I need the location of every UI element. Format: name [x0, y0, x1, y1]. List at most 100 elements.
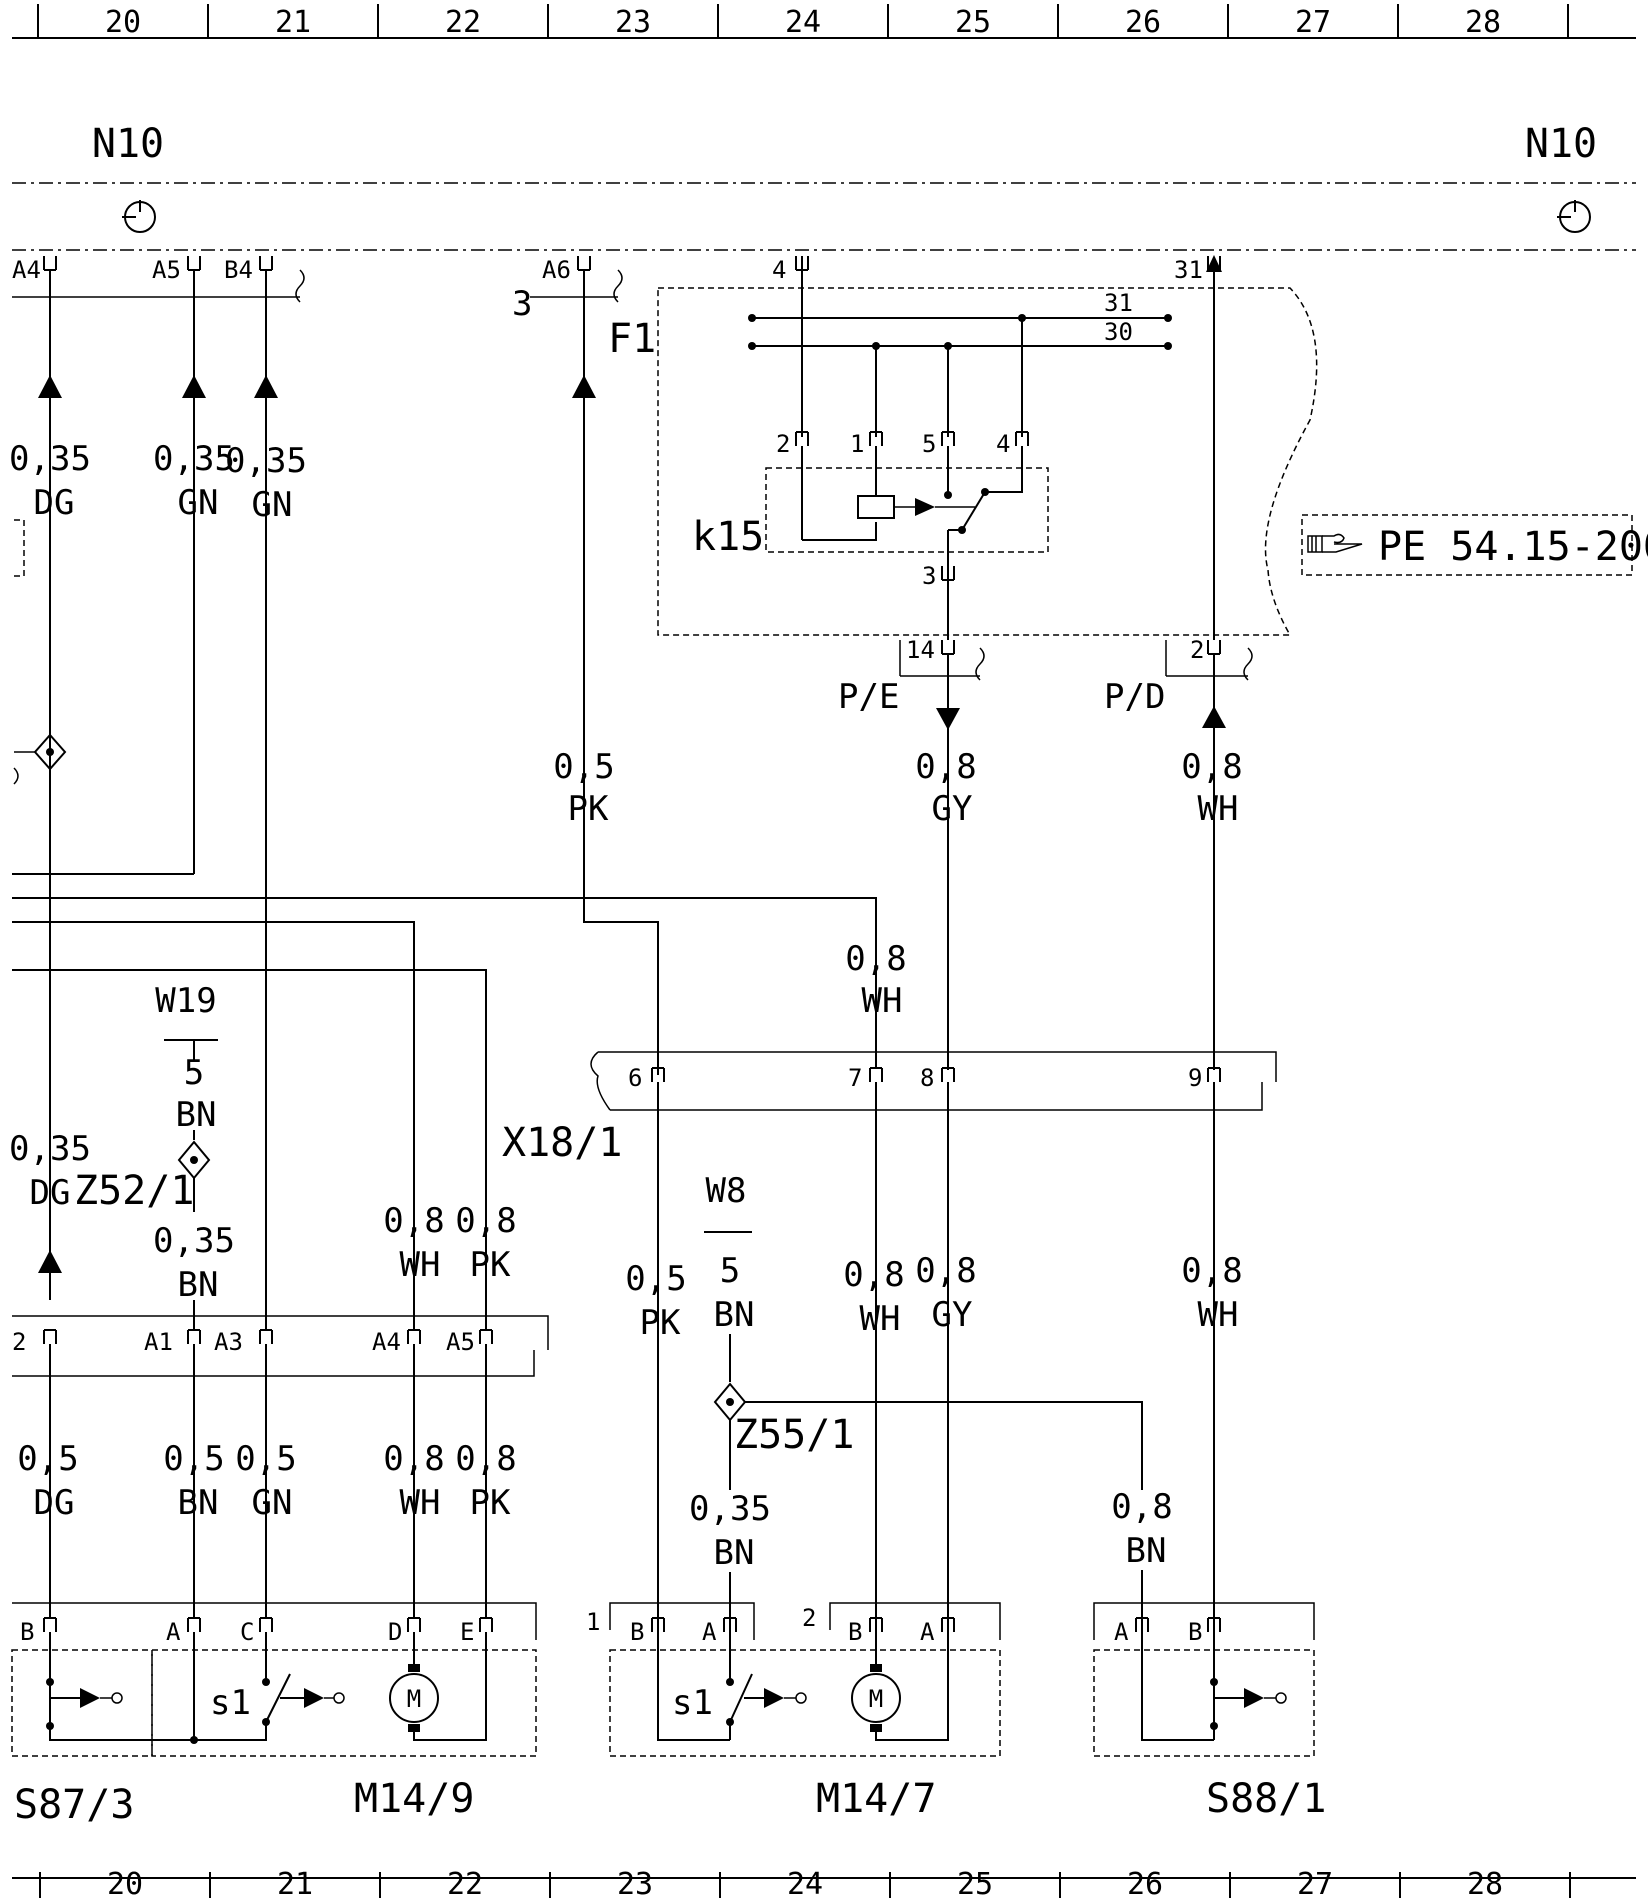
ground-31-wire: [1206, 255, 1222, 640]
wire-size: 0,8: [383, 1201, 444, 1241]
wire-color: BN: [714, 1295, 755, 1335]
sub-label: 2: [802, 1604, 816, 1632]
pin-label: 7: [848, 1064, 862, 1092]
pin-label: A5: [446, 1328, 475, 1356]
pin-label: 9: [1188, 1064, 1202, 1092]
wire-color: WH: [860, 1299, 901, 1339]
pin-label: E: [460, 1618, 474, 1646]
top-ruler: 20 21 22 23 24 25 26 27 28: [12, 4, 1636, 40]
relay-pin: 2: [776, 430, 790, 458]
pin-label: 2: [12, 1328, 26, 1356]
pin-label: A3: [214, 1328, 243, 1356]
pin-label: A: [920, 1618, 935, 1646]
ruler-col-21: 21: [275, 5, 311, 40]
wire-size: 0,8: [1181, 747, 1242, 787]
m147-label: M14/7: [816, 1776, 936, 1822]
motor-label: M: [869, 1685, 883, 1713]
wire-color: GN: [178, 483, 219, 523]
wire-size: 0,5: [625, 1259, 686, 1299]
z52-label: Z52/1: [74, 1168, 194, 1214]
wire-size: 0,5: [17, 1439, 78, 1479]
ruler-col-20: 20: [105, 5, 141, 40]
ruler-col-27: 27: [1295, 5, 1331, 40]
pin-label: A4: [372, 1328, 401, 1356]
splice-icon: [13, 733, 67, 785]
bus-label-31: 31: [1104, 289, 1133, 317]
pin-label: A: [1114, 1618, 1129, 1646]
wire-color: DG: [30, 1173, 71, 1213]
wire-color: WH: [1198, 789, 1239, 829]
left-wires: [12, 270, 877, 1330]
wire-size: 0,8: [455, 1439, 516, 1479]
pin-label: B: [630, 1618, 644, 1646]
component-m147: 1 2 B A B A s1 M M14/7: [586, 1602, 1001, 1822]
wire-size: 0,8: [845, 939, 906, 979]
module-symbol-icon: [122, 200, 156, 233]
f1-box: F1 31 30 2 1 5 4 k15: [608, 256, 1318, 640]
relay-pin: 4: [996, 430, 1010, 458]
switch-label: s1: [672, 1683, 713, 1723]
sub-label: 1: [586, 1608, 600, 1636]
ruler-bottom-col-28: 28: [1467, 1867, 1503, 1898]
reference-text: PE 54.15-2000: [1378, 524, 1648, 570]
s87-label: S87/3: [14, 1782, 134, 1828]
wire-size: 0,35: [9, 439, 91, 479]
bottom-ruler: 20 21 22 23 24 25 26 27 28: [12, 1867, 1636, 1898]
pin-label: 8: [920, 1064, 934, 1092]
ruler-bottom-col-21: 21: [277, 1867, 313, 1898]
pin-label: A6: [542, 256, 571, 284]
wire-size: 0,8: [455, 1201, 516, 1241]
w8-label: W8: [706, 1171, 747, 1211]
wire-size: 0,8: [915, 1251, 976, 1291]
w19-label: W19: [155, 981, 216, 1021]
pin-label: B: [848, 1618, 862, 1646]
wire-size: 0,5: [553, 747, 614, 787]
motor-icon: M: [389, 1664, 439, 1732]
relay-coil-icon: [857, 495, 895, 519]
pin-label: D: [388, 1618, 402, 1646]
pe-connector: 14 P/E: [838, 636, 985, 1070]
ruler-col-28: 28: [1465, 5, 1501, 40]
wire-color: GY: [932, 789, 973, 829]
ruler-bottom-col-20: 20: [107, 1867, 143, 1898]
relay-pin: 3: [922, 562, 936, 590]
wire-color: BN: [714, 1533, 755, 1573]
w19-wire: 5: [184, 1053, 204, 1093]
wire-color: BN: [178, 1265, 219, 1305]
wire-color: GN: [252, 1483, 293, 1523]
ruler-bottom-col-24: 24: [787, 1867, 823, 1898]
wire-labels-middle: 0,8 WH 0,35 DG 0,35 BN 0,8 WH 0,8 PK 0,5…: [9, 939, 1243, 1343]
ruler-bottom-col-22: 22: [447, 1867, 483, 1898]
wire-color: WH: [400, 1245, 441, 1285]
n10-label-right: N10: [1525, 121, 1597, 167]
motor-icon: M: [851, 1664, 901, 1732]
ruler-bottom-col-27: 27: [1297, 1867, 1333, 1898]
pe-label: P/E: [838, 677, 899, 717]
wire-size: 0,35: [153, 1221, 235, 1261]
s88-label: S88/1: [1206, 1776, 1326, 1822]
ruler-col-23: 23: [615, 5, 651, 40]
ruler-col-25: 25: [955, 5, 991, 40]
n10-label-left: N10: [92, 121, 164, 167]
wire-size: 0,5: [163, 1439, 224, 1479]
pd-label: P/D: [1104, 677, 1165, 717]
wire-size: 0,8: [1181, 1251, 1242, 1291]
module-symbol-icon: [1557, 200, 1591, 233]
pk-wire: [583, 270, 659, 1075]
wire-color: GN: [252, 485, 293, 525]
m149-label: M14/9: [354, 1776, 474, 1822]
pin-label: 6: [628, 1064, 642, 1092]
ruler-col-24: 24: [785, 5, 821, 40]
motor-label: M: [407, 1685, 421, 1713]
wire-color: BN: [178, 1483, 219, 1523]
wire-color: WH: [862, 981, 903, 1021]
wire-color: PK: [640, 1303, 681, 1343]
x18-label: X18/1: [502, 1120, 622, 1166]
wire-color: WH: [400, 1483, 441, 1523]
wire-color: WH: [1198, 1295, 1239, 1335]
pointing-hand-icon: [1307, 533, 1363, 553]
relay-pin: 1: [850, 430, 864, 458]
relay-label: k15: [692, 514, 764, 560]
switch-label: s1: [210, 1683, 251, 1723]
